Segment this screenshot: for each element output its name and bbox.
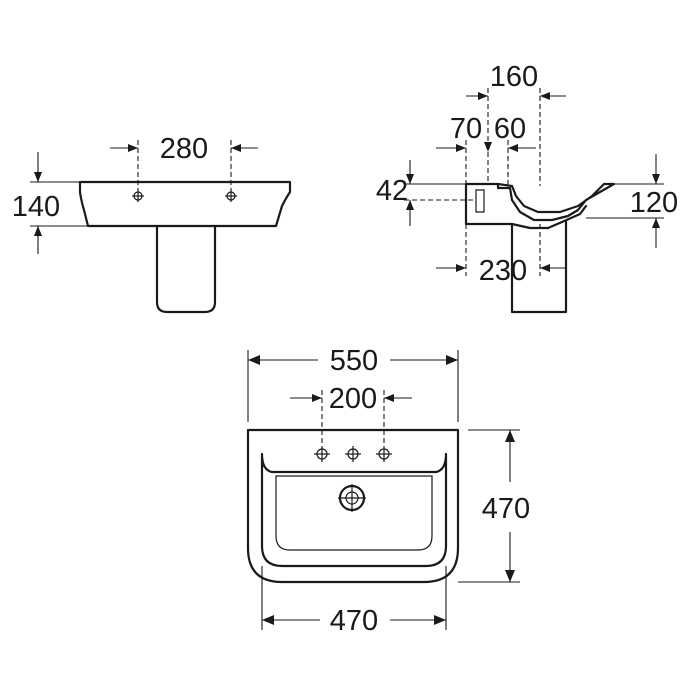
top-basin-outline <box>246 428 460 584</box>
side-pedestal <box>510 220 568 314</box>
front-width-label: 280 <box>160 133 208 165</box>
side-pedestal-label: 230 <box>479 255 527 287</box>
side-overflow <box>475 189 485 213</box>
front-basin-outline <box>78 180 292 228</box>
top-bottom-width-label: 470 <box>330 605 378 637</box>
side-rim-height-label: 120 <box>630 187 678 219</box>
front-height-label: 140 <box>12 191 60 223</box>
top-tap-hole-right <box>376 446 392 462</box>
top-view: 550 200 470 470 <box>246 345 530 637</box>
top-depth-label: 470 <box>482 493 530 525</box>
top-bowl-inner <box>275 475 433 551</box>
front-tap-hole-left <box>132 190 144 202</box>
side-view: 160 70 60 42 120 230 <box>376 61 678 314</box>
top-overall-width-label: 550 <box>330 345 378 377</box>
side-top-height-label: 42 <box>376 175 408 207</box>
side-right-offset-label: 60 <box>494 113 526 145</box>
front-view: 280 140 <box>12 133 292 314</box>
top-tap-spacing-label: 200 <box>329 383 377 415</box>
side-bowl-base <box>510 204 588 230</box>
top-tap-hole-center <box>345 446 361 462</box>
side-depth-total-label: 160 <box>490 61 538 93</box>
top-drain <box>338 484 366 512</box>
side-left-offset-label: 70 <box>450 113 482 145</box>
top-tap-hole-left <box>314 446 330 462</box>
front-tap-hole-right <box>225 190 237 202</box>
front-pedestal <box>155 224 217 314</box>
top-bowl-rim <box>260 452 448 568</box>
